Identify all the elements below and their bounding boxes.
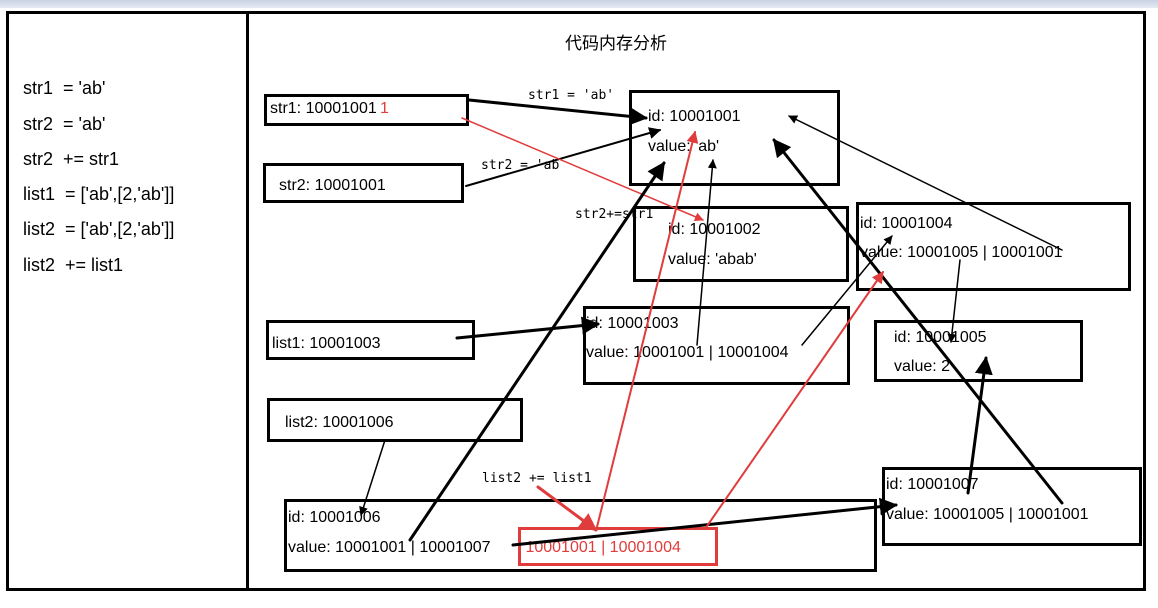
code-line-6: list2 += list1 xyxy=(23,255,124,275)
code-line-3: str2 += str1 xyxy=(23,149,120,169)
object-10001001-id: id: 10001001 xyxy=(648,108,741,125)
var-str1-marker: 1 xyxy=(380,100,389,117)
annotation-str2-plus: str2+=str1 xyxy=(575,207,654,222)
code-line-1: str1 = 'ab' xyxy=(23,78,106,98)
object-10001007-value: value: 10001005 | 10001001 xyxy=(886,506,1089,523)
var-str1-label: str1: 10001001 xyxy=(270,100,377,117)
arrow-10001007-to-10001001 xyxy=(772,138,1064,505)
arrow-10001003-to-10001004 xyxy=(801,235,893,346)
var-str2-label: str2: 10001001 xyxy=(279,177,386,194)
window-top-bar xyxy=(0,0,1158,8)
object-10001005-value: value: 2 xyxy=(894,358,951,375)
object-10001003-box xyxy=(583,306,850,385)
object-10001003-value: value: 10001001 | 10001004 xyxy=(586,344,789,361)
arrow-10001006-to-10001007 xyxy=(511,497,898,547)
code-line-4: list1 = ['ab',[2,'ab']] xyxy=(23,184,175,204)
diagram-title: 代码内存分析 xyxy=(565,34,667,54)
arrow-10001004-to-10001001 xyxy=(788,115,1063,251)
object-10001006-value: value: 10001001 | 10001007 xyxy=(288,539,491,556)
arrow-10001007-to-10001005 xyxy=(966,356,993,495)
object-10001002-box xyxy=(633,206,849,282)
object-10001006-appended-value: 10001001 | 10001004 xyxy=(521,539,681,556)
code-line-2: str2 = 'ab' xyxy=(23,114,106,134)
arrow-list2-to-10001006 xyxy=(359,439,386,516)
arrow-str2-to-10001001 xyxy=(465,127,662,187)
arrow-str1-to-10001002 xyxy=(461,117,704,221)
arrow-list1-to-10001003 xyxy=(455,316,600,340)
panel-divider xyxy=(246,13,249,591)
arrow-appended-to-10001004 xyxy=(704,271,884,530)
arrow-str1-to-10001001 xyxy=(467,98,648,126)
object-10001002-value: value: 'abab' xyxy=(668,251,757,268)
arrow-10001003-to-10001001 xyxy=(696,159,717,346)
code-line-5: list2 = ['ab',[2,'ab']] xyxy=(23,219,175,239)
var-str1-box xyxy=(264,94,469,126)
object-10001007-id: id: 10001007 xyxy=(886,476,979,493)
var-list1-label: list1: 10001003 xyxy=(272,335,381,352)
arrow-list2-plus-annotation xyxy=(536,485,598,532)
var-str2-box xyxy=(263,163,464,203)
object-10001004-id: id: 10001004 xyxy=(860,215,953,232)
var-list1-box xyxy=(266,320,475,360)
object-10001005-box xyxy=(874,320,1083,382)
arrow-10001004-to-10001005 xyxy=(947,259,961,343)
object-10001004-value: value: 10001005 | 10001001 xyxy=(860,244,1063,261)
appended-list1-highlight xyxy=(518,527,718,566)
var-list2-box xyxy=(267,398,523,442)
object-10001006-box xyxy=(284,499,877,572)
arrow-appended-to-10001001 xyxy=(596,130,699,528)
object-10001001-value: value: 'ab' xyxy=(648,138,720,155)
annotation-list2-plus: list2 += list1 xyxy=(482,471,592,486)
diagram-frame xyxy=(6,11,1146,591)
arrow-10001006-to-10001001 xyxy=(408,161,666,542)
annotation-str1-assign: str1 = 'ab' xyxy=(528,88,615,103)
var-list2-label: list2: 10001006 xyxy=(285,414,394,431)
